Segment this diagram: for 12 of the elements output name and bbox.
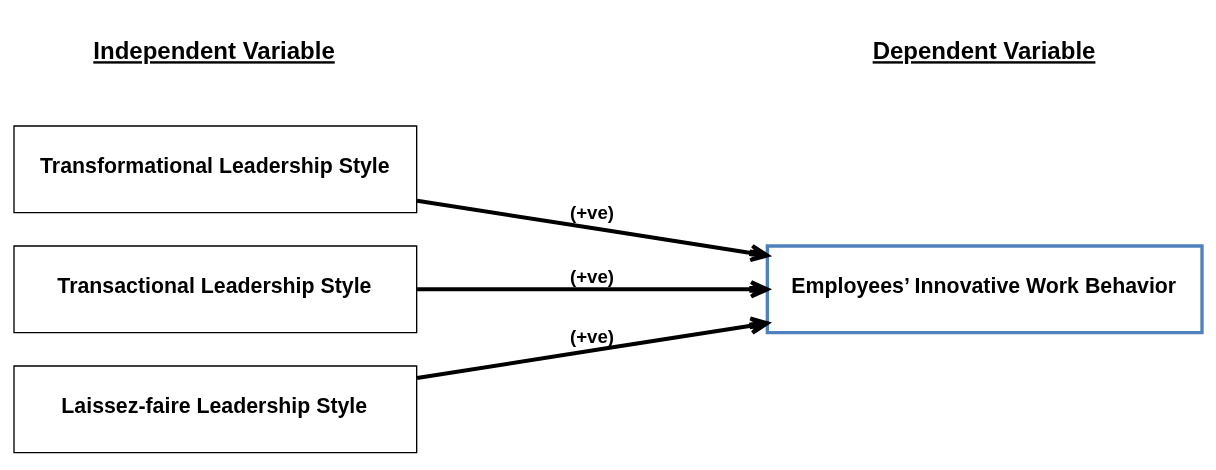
label: Dependent Variable [872,37,1096,65]
node-box: Employees’ Innovative Work Behavior [765,244,1204,335]
arrow [417,280,770,299]
node-box: Laissez-faire Leadership Style [13,365,418,454]
label: Independent Variable [93,37,335,65]
edge-label: (+ve) [570,265,615,287]
node-box: Transactional Leadership Style [13,245,418,334]
arrow [416,198,770,263]
node-box: Transformational Leadership Style [13,125,418,214]
arrow [416,316,770,380]
edge-label: (+ve) [570,201,615,223]
edge-label: (+ve) [570,325,615,347]
